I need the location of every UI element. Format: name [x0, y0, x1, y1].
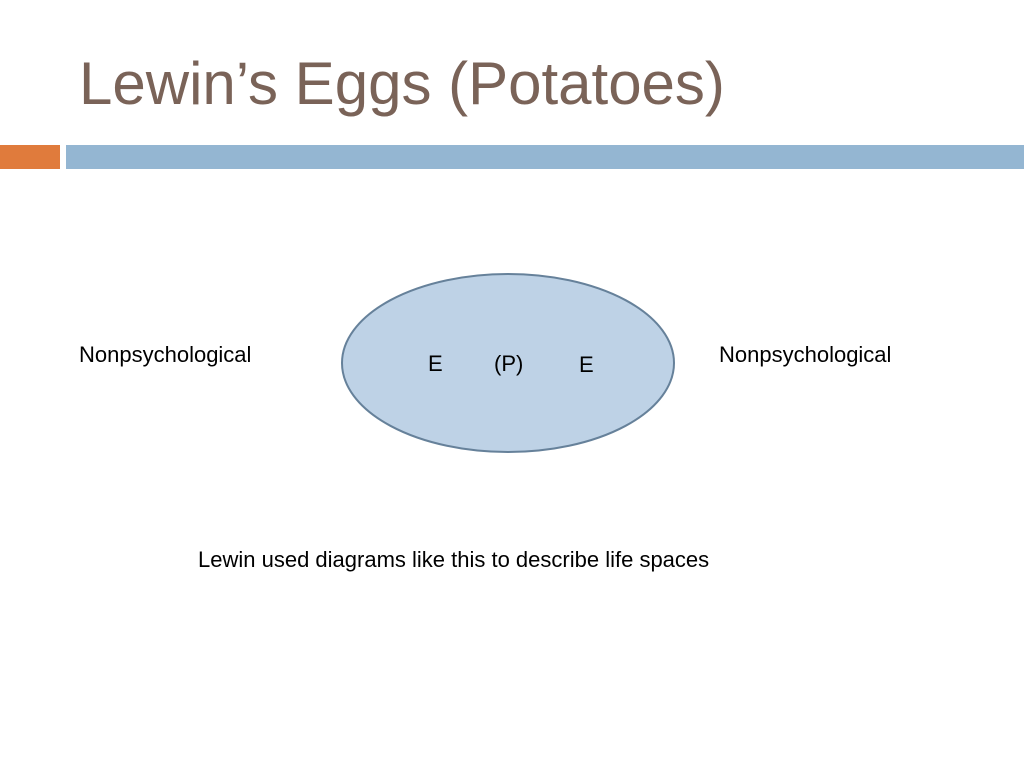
nonpsychological-right-label: Nonpsychological: [719, 342, 892, 367]
title-accent-bar-blue: [66, 145, 1024, 169]
person-label: (P): [494, 351, 524, 376]
life-space-egg: [341, 273, 675, 453]
environment-label-right: E: [579, 352, 594, 377]
nonpsychological-left-label: Nonpsychological: [79, 342, 252, 367]
slide-title: Lewin’s Eggs (Potatoes): [79, 50, 725, 117]
environment-label-left: E: [428, 351, 443, 376]
title-accent-bar-orange: [0, 145, 60, 169]
slide-caption: Lewin used diagrams like this to describ…: [198, 547, 710, 572]
